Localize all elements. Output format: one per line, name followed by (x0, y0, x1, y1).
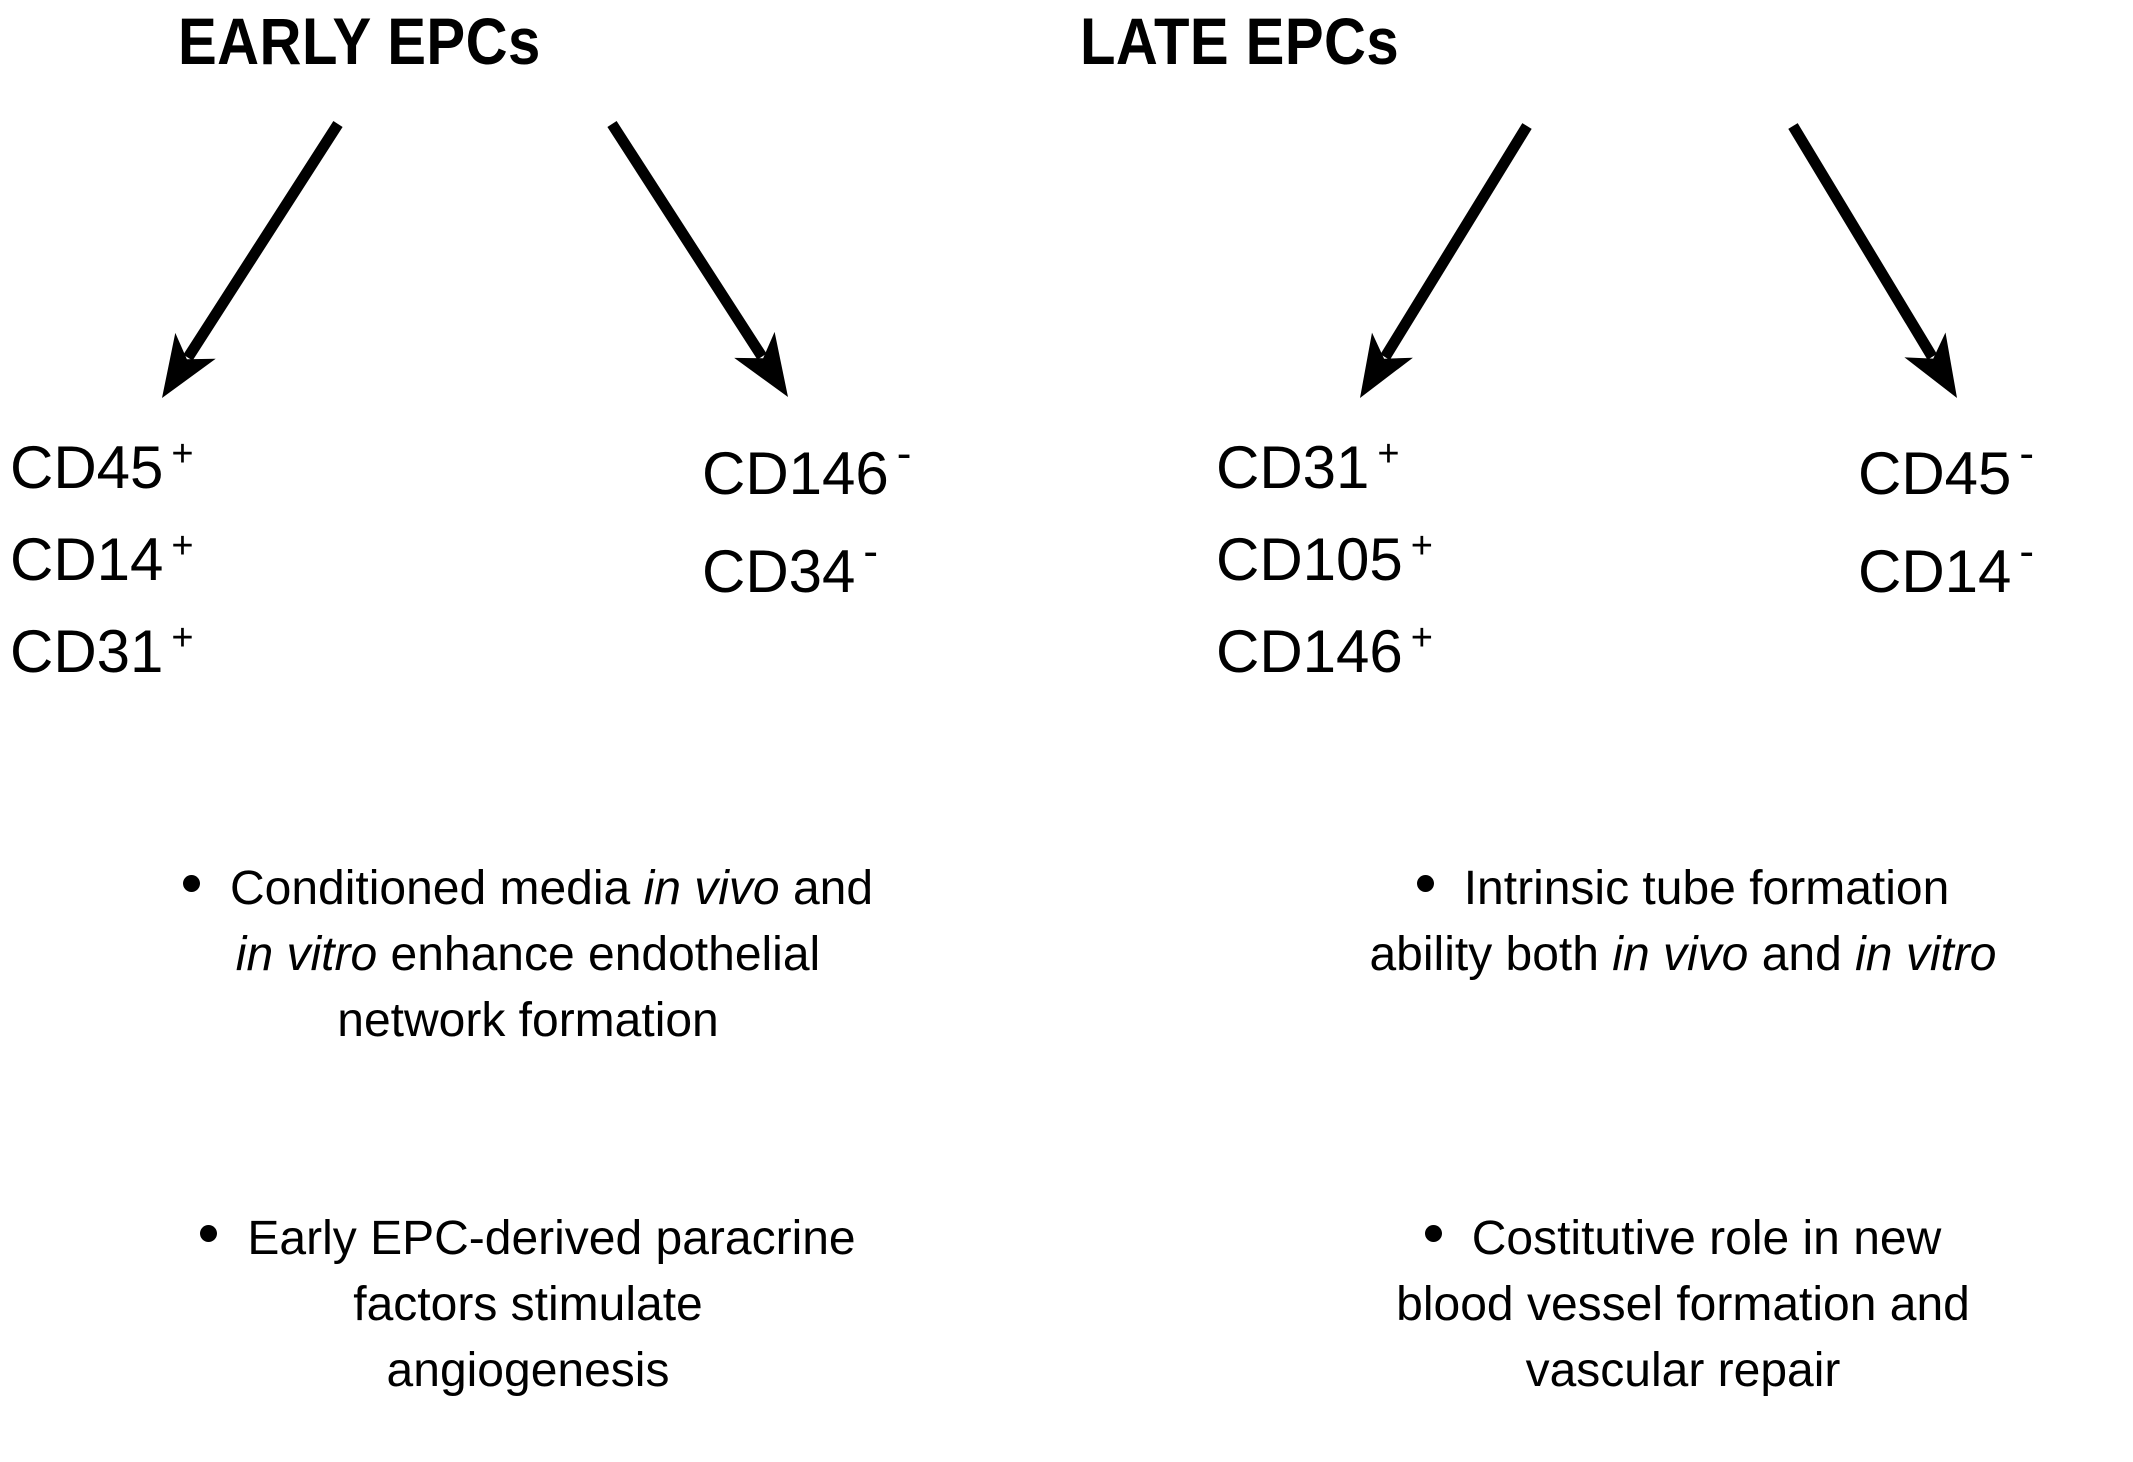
bullet-text: enhance endothelial (377, 928, 821, 981)
bullet-text: angiogenesis (386, 1344, 670, 1397)
marker-negative-sign: ‐ (2019, 429, 2035, 478)
bullet-dot-icon (182, 875, 200, 892)
bullet-text: network formation (337, 994, 719, 1047)
bullet-line: Intrinsic tube formation (1238, 856, 2128, 922)
bullet-line: ability both in vivo and in vitro (1238, 922, 2128, 988)
bullet-text: and (779, 862, 874, 915)
marker-negative-sign: ‐ (863, 527, 879, 576)
marker-positive-sign: + (171, 525, 194, 567)
marker-row: CD45+ (10, 415, 194, 507)
marker-label: CD146 (702, 440, 889, 507)
bullet-text: ability both (1369, 928, 1613, 981)
marker-positive-sign: + (171, 433, 194, 475)
bullet-late-1: Intrinsic tube formation ability both in … (1238, 856, 2128, 988)
marker-label: CD31 (10, 618, 164, 685)
bullet-text: Costitutive role in new (1471, 1212, 1942, 1265)
marker-row: CD146+ (1216, 599, 1433, 691)
bullet-line: in vitro enhance endothelial (28, 922, 1028, 988)
bullet-dot-icon (200, 1225, 218, 1242)
marker-positive-sign: + (1410, 525, 1433, 567)
bullet-early-2: Early EPC-derived paracrine factors stimu… (28, 1206, 1028, 1404)
bullet-line: vascular repair (1238, 1338, 2128, 1404)
marker-label: CD146 (1216, 618, 1403, 685)
bullet-text-italic: in vitro (235, 928, 378, 981)
marker-label: CD105 (1216, 526, 1403, 593)
marker-row: CD45‐ (1858, 415, 2034, 513)
bullet-line: blood vessel formation and (1238, 1272, 2128, 1338)
marker-row: CD31+ (1216, 415, 1433, 507)
arrow-early-to-left (162, 121, 343, 398)
bullet-text: Intrinsic tube formation (1463, 862, 1950, 915)
marker-negative-sign: ‐ (896, 429, 912, 478)
bullet-line: Conditioned media in vivo and (28, 856, 1028, 922)
bullet-text: blood vessel formation and (1396, 1278, 1970, 1331)
marker-label: CD14 (10, 526, 164, 593)
bullet-line: Costitutive role in new (1238, 1206, 2128, 1272)
bullet-text-italic: in vitro (1855, 928, 1997, 981)
bullet-text-italic: in vivo (643, 862, 780, 915)
marker-label: CD45 (1858, 440, 2012, 507)
bullet-text: Early EPC-derived paracrine (247, 1212, 856, 1265)
arrow-early-to-right (607, 121, 788, 397)
bullet-dot-icon (1424, 1225, 1442, 1242)
heading-late-epcs: LATE EPCs (1080, 4, 1400, 78)
bullet-text: factors stimulate (353, 1278, 703, 1331)
marker-row: CD31+ (10, 599, 194, 691)
bullet-text: Conditioned media (229, 862, 644, 915)
marker-positive-sign: + (171, 617, 194, 659)
bullet-text: and (1748, 928, 1856, 981)
marker-label: CD14 (1858, 538, 2012, 605)
marker-label: CD45 (10, 434, 164, 501)
marker-row: CD105+ (1216, 507, 1433, 599)
heading-early-epcs: EARLY EPCs (178, 4, 541, 78)
marker-label: CD34 (702, 538, 856, 605)
bullet-line: network formation (28, 988, 1028, 1054)
bullet-line: angiogenesis (28, 1338, 1028, 1404)
bullet-dot-icon (1416, 875, 1434, 892)
marker-row: CD146‐ (702, 415, 911, 513)
bullet-line: factors stimulate (28, 1272, 1028, 1338)
bullet-line: Early EPC-derived paracrine (28, 1206, 1028, 1272)
arrow-late-to-right (1788, 123, 1957, 398)
bullet-text: vascular repair (1525, 1344, 1841, 1397)
marker-list-early-left: CD45+CD14+CD31+ (10, 415, 194, 691)
marker-negative-sign: ‐ (2019, 527, 2035, 576)
arrow-late-to-left (1360, 123, 1532, 398)
marker-list-late-left: CD31+CD105+CD146+ (1216, 415, 1433, 691)
marker-positive-sign: + (1377, 433, 1400, 475)
marker-list-late-right: CD45‐CD14‐ (1858, 415, 2034, 611)
bullet-late-2: Costitutive role in new blood vessel form… (1238, 1206, 2128, 1404)
marker-list-early-right: CD146‐CD34‐ (702, 415, 911, 611)
marker-positive-sign: + (1410, 617, 1433, 659)
marker-label: CD31 (1216, 434, 1370, 501)
bullet-text-italic: in vivo (1612, 928, 1749, 981)
marker-row: CD34‐ (702, 513, 911, 611)
marker-row: CD14+ (10, 507, 194, 599)
marker-row: CD14‐ (1858, 513, 2034, 611)
